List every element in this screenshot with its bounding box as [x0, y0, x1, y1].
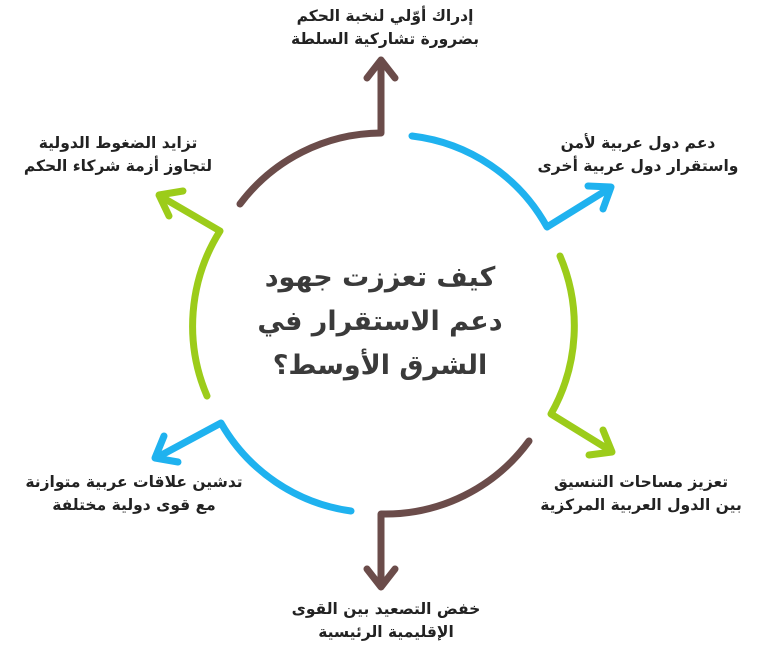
node-bottom-left-line-1: تدشين علاقات عربية متوازنة — [25, 473, 243, 491]
title-line-2: دعم الاستقرار في — [257, 306, 503, 337]
node-top-line-2: بضرورة تشاركية السلطة — [290, 30, 480, 48]
arrowhead-top-right — [584, 182, 615, 213]
arrowhead-left — [155, 187, 187, 220]
arc-top — [236, 58, 385, 208]
node-top-right-line-1: دعم دول عربية لأمن — [560, 134, 716, 152]
arrowhead-top — [363, 56, 399, 82]
arc-bottom — [377, 437, 533, 590]
arc-left — [156, 192, 224, 400]
arc-right — [547, 252, 615, 455]
node-top-right-line-2: واستقرار دول عربية أخرى — [537, 157, 739, 175]
node-bottom: خفض التصعيد بين القوى الإقليمية الرئيسية — [268, 598, 504, 644]
node-top-left-line-1: تزايد الضغوط الدولية — [38, 134, 198, 152]
node-top-left: تزايد الضغوط الدولية لتجاوز أزمة شركاء ا… — [12, 132, 224, 178]
central-question: كيف تعززت جهود دعم الاستقرار في الشرق ال… — [249, 256, 511, 388]
arrowhead-bottom-left — [151, 432, 182, 466]
node-bottom-right-line-2: بين الدول العربية المركزية — [540, 496, 742, 514]
node-bottom-right-line-1: تعزيز مساحات التنسيق — [553, 473, 729, 491]
arc-bottom-left — [152, 419, 355, 515]
title-line-1: كيف تعززت جهود — [264, 262, 496, 293]
arrowhead-bottom — [363, 565, 399, 591]
node-bottom-left: تدشين علاقات عربية متوازنة مع قوى دولية … — [8, 471, 260, 517]
node-top-line-1: إدراك أوّلي لنخبة الحكم — [296, 7, 474, 25]
node-bottom-line-2: الإقليمية الرئيسية — [318, 623, 454, 641]
title-line-3: الشرق الأوسط؟ — [272, 350, 488, 381]
node-top: إدراك أوّلي لنخبة الحكم بضرورة تشاركية ا… — [260, 5, 510, 51]
arc-top-right — [408, 132, 614, 231]
node-top-right: دعم دول عربية لأمن واستقرار دول عربية أخ… — [518, 132, 758, 178]
node-top-left-line-2: لتجاوز أزمة شركاء الحكم — [23, 157, 213, 175]
arrowhead-right — [585, 426, 616, 459]
node-bottom-line-1: خفض التصعيد بين القوى — [291, 600, 481, 618]
node-bottom-right: تعزيز مساحات التنسيق بين الدول العربية ا… — [518, 471, 764, 517]
node-bottom-left-line-2: مع قوى دولية مختلفة — [52, 496, 216, 514]
